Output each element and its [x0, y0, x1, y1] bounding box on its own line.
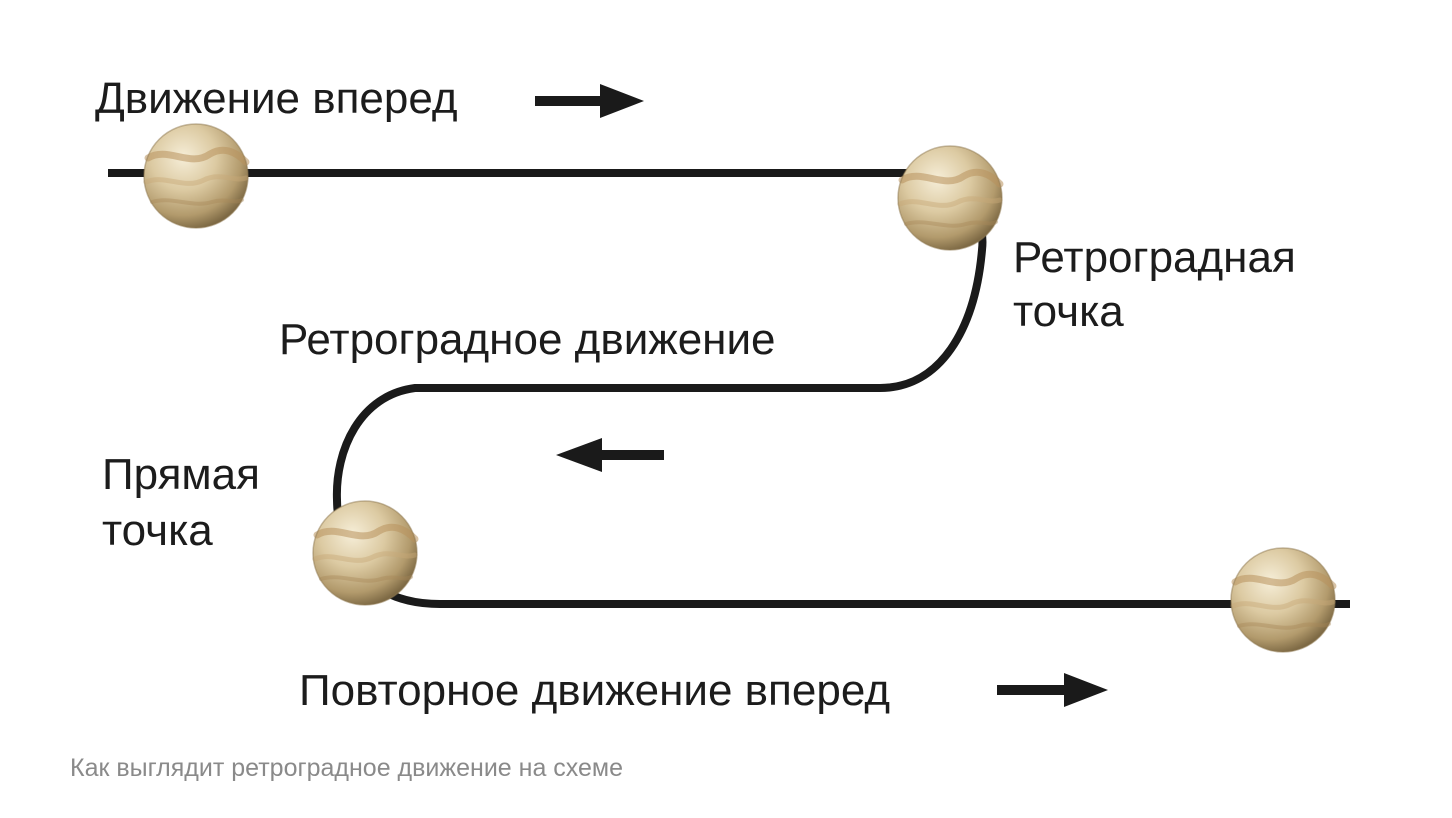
- label-retro-point-line1: Ретроградная: [1013, 233, 1296, 282]
- planet-icon: [1231, 548, 1335, 652]
- label-direct-point-line2: точка: [102, 506, 213, 555]
- arrow-left-icon: [556, 438, 664, 472]
- arrow-right-icon: [997, 673, 1108, 707]
- label-direct-point-line1: Прямая: [102, 450, 260, 499]
- planet-icon: [313, 501, 417, 605]
- planet-icon: [144, 124, 248, 228]
- label-forward: Движение вперед: [95, 74, 458, 123]
- retrograde-motion-diagram: Движение вперед Ретроградная точка Ретро…: [95, 74, 1350, 715]
- planet-icon: [898, 146, 1002, 250]
- diagram-canvas: Движение вперед Ретроградная точка Ретро…: [95, 74, 1350, 715]
- figure-caption: Как выглядит ретроградное движение на сх…: [70, 754, 624, 782]
- label-retro-point-line2: точка: [1013, 287, 1124, 336]
- label-retro-motion: Ретроградное движение: [279, 315, 776, 364]
- label-repeat-forward: Повторное движение вперед: [299, 666, 890, 715]
- arrow-right-icon: [535, 84, 644, 118]
